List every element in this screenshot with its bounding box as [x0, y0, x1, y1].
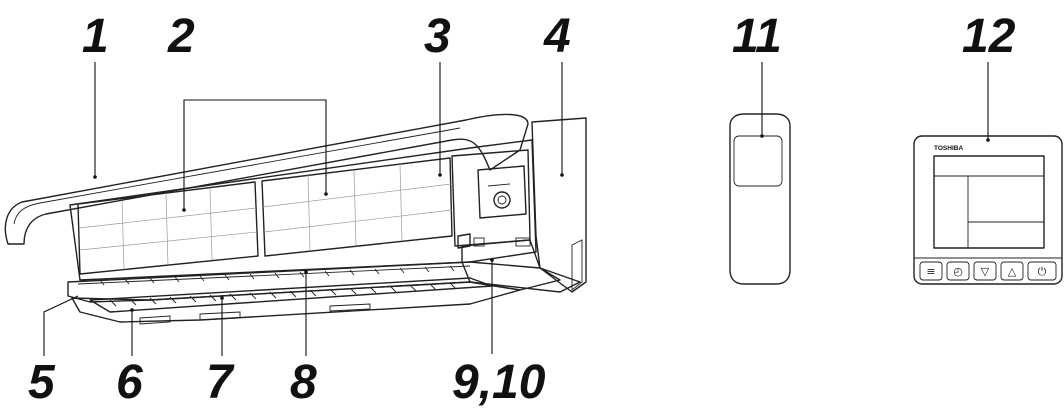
down-button[interactable]	[973, 261, 997, 281]
power-icon: ⏻	[1038, 265, 1047, 278]
timer-button[interactable]	[946, 261, 970, 281]
wired-remote-controller: TOSHIBA ≡ ◴ ▽ △ ⏻	[913, 135, 1063, 285]
callout-3: 3	[424, 10, 451, 63]
indoor-unit	[4, 113, 587, 325]
power-button[interactable]	[1027, 261, 1057, 281]
air-filter-right	[261, 157, 453, 257]
callout-4: 4	[543, 10, 571, 63]
bottom-frame	[67, 261, 581, 303]
up-button[interactable]	[1000, 261, 1024, 281]
callout-1: 1	[82, 10, 109, 63]
callout-5: 5	[28, 356, 56, 408]
brand-label: TOSHIBA	[934, 145, 963, 152]
air-filter-left	[77, 181, 259, 275]
callout-2: 2	[167, 10, 195, 63]
callout-11: 11	[732, 10, 782, 63]
callout-9-10: 9,10	[452, 356, 546, 408]
leader-lines	[43, 62, 990, 356]
unit-body	[69, 139, 537, 281]
down-triangle-icon: ▽	[981, 265, 990, 278]
callout-6: 6	[116, 356, 143, 408]
up-triangle-icon: △	[1008, 265, 1017, 278]
menu-icon: ≡	[926, 265, 935, 278]
clock-icon: ◴	[953, 265, 963, 278]
electrical-box	[451, 149, 531, 249]
lower-cover	[71, 281, 521, 323]
front-panel-lower	[461, 239, 561, 291]
callout-7: 7	[206, 356, 235, 408]
callout-12: 12	[962, 10, 1016, 63]
callout-8: 8	[290, 356, 317, 408]
menu-button[interactable]	[919, 261, 943, 281]
louver	[77, 265, 493, 313]
front-cover-open	[4, 113, 529, 245]
callout-numbers: 1 2 3 4 5 6 7 8 9,10 11 12	[28, 10, 1016, 408]
side-casing	[531, 117, 587, 293]
wireless-remote	[729, 113, 791, 285]
